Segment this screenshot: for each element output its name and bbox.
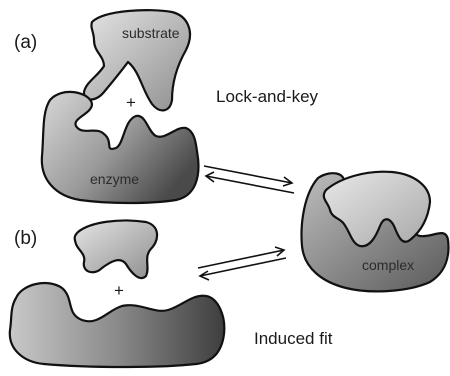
complex-label: complex xyxy=(362,257,414,273)
equilibrium-arrows-b xyxy=(198,247,286,280)
substrate-label: substrate xyxy=(122,25,180,41)
lock-and-key-label: Lock-and-key xyxy=(216,87,319,106)
panel-label-b: (b) xyxy=(14,228,37,249)
induced-fit-label: Induced fit xyxy=(254,329,333,348)
equilibrium-arrows-a xyxy=(204,166,294,193)
substrate-shape-b xyxy=(75,220,157,278)
plus-sign-b: + xyxy=(114,281,124,300)
panel-label-a: (a) xyxy=(14,32,37,53)
plus-sign-a: + xyxy=(126,93,136,112)
enzyme-label: enzyme xyxy=(90,171,139,187)
